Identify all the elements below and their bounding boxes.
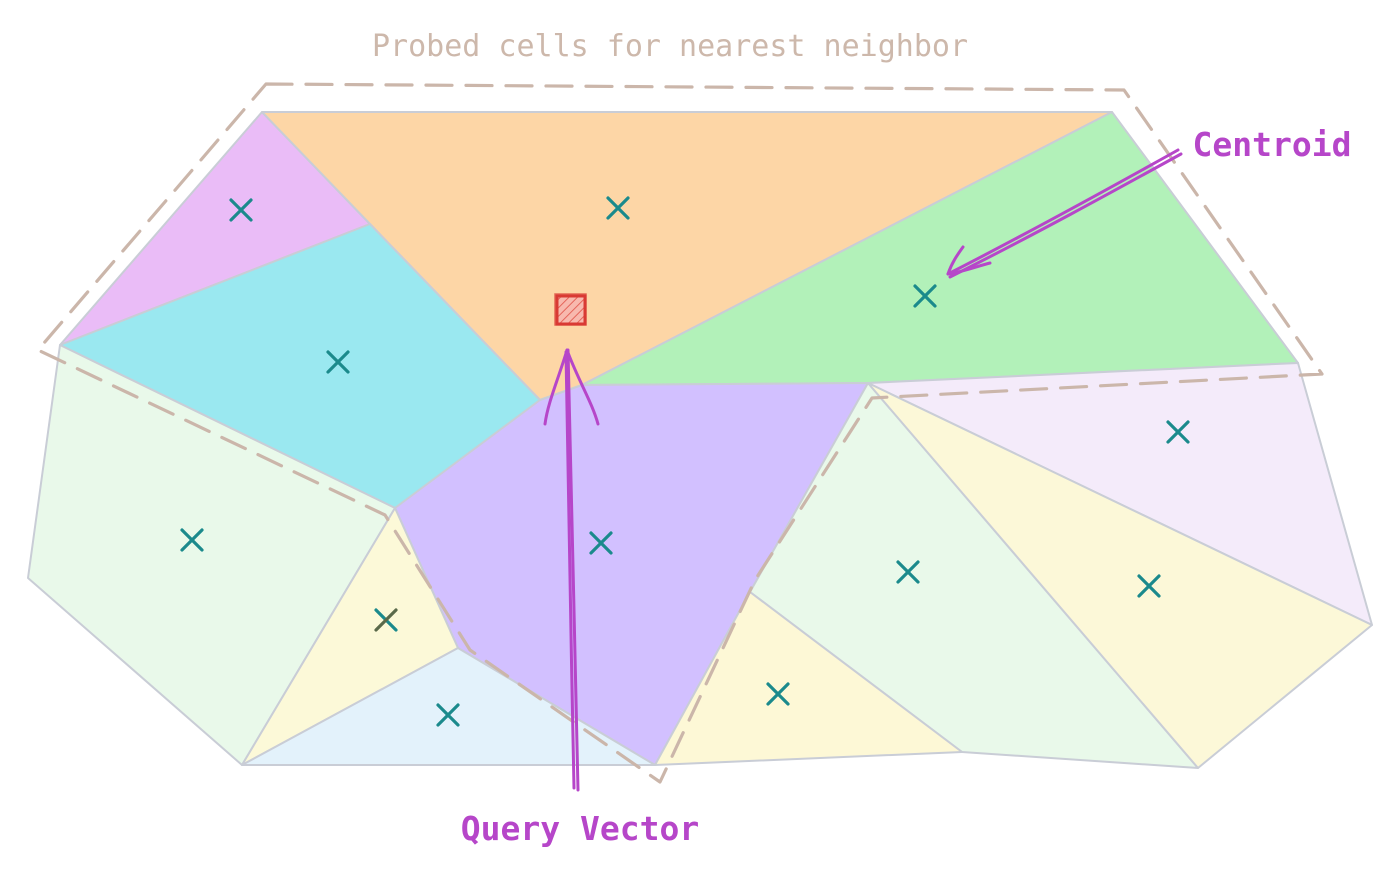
cell-light-yellow-right [867, 382, 1373, 769]
centroid-cross-mark-icon [180, 528, 204, 552]
centroid-cross-mark-icon [1137, 574, 1161, 598]
query-arrow-icon [543, 348, 600, 792]
probed-cells-label: Probed cells for nearest neighbor [372, 29, 968, 64]
centroid-label: Centroid [1193, 125, 1352, 164]
centroid-cross-mark-icon [589, 531, 613, 555]
centroid-cross-mark-icon [896, 560, 920, 584]
centroid-cross-mark-icon [766, 682, 790, 706]
cell-yellow-bottom [654, 591, 963, 766]
centroid-cross-mark-icon [436, 703, 460, 727]
centroid-cross-mark-icon [606, 196, 630, 220]
query-hatched-square-icon [554, 293, 587, 326]
centroid-arrow-icon [946, 148, 1183, 279]
voronoi-cells [27, 111, 1373, 769]
query-vector-label: Query Vector [461, 809, 699, 848]
centroid-cross-mark-icon [326, 350, 350, 374]
centroid-cross-mark-icon [374, 608, 398, 632]
centroid-markers [180, 196, 1190, 727]
cell-light-blue-bottom [241, 647, 656, 766]
probed-cells-outline [36, 82, 1324, 784]
centroid-cross-mark-icon [913, 284, 937, 308]
centroid-cross-mark-icon [1166, 420, 1190, 444]
centroid-cross-mark-icon [229, 198, 253, 222]
